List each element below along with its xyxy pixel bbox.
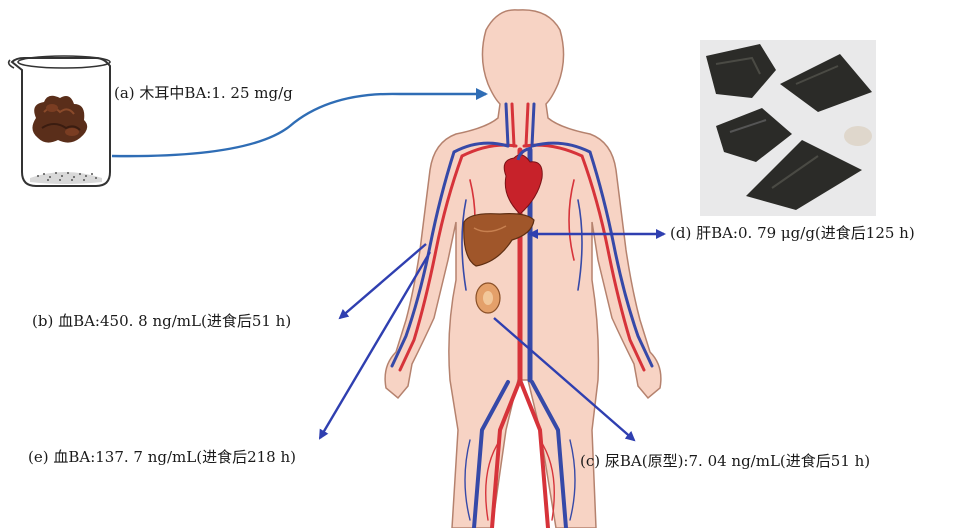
label-c-urine: (c) 尿BA(原型):7. 04 ng/mL(进食后51 h) (580, 452, 870, 470)
liver-tissue-photo (700, 40, 876, 216)
label-e-blood: (e) 血BA:137. 7 ng/mL(进食后218 h) (28, 448, 296, 466)
label-b-blood: (b) 血BA:450. 8 ng/mL(进食后51 h) (32, 312, 291, 330)
label-a-wood-ear: (a) 木耳中BA:1. 25 mg/g (114, 84, 293, 102)
human-circulatory-system-icon (385, 10, 661, 528)
beaker-with-wood-ear-icon (9, 56, 110, 186)
label-d-liver: (d) 肝BA:0. 79 μg/g(进食后125 h) (670, 224, 915, 242)
arrow-intake-curve (112, 94, 486, 156)
